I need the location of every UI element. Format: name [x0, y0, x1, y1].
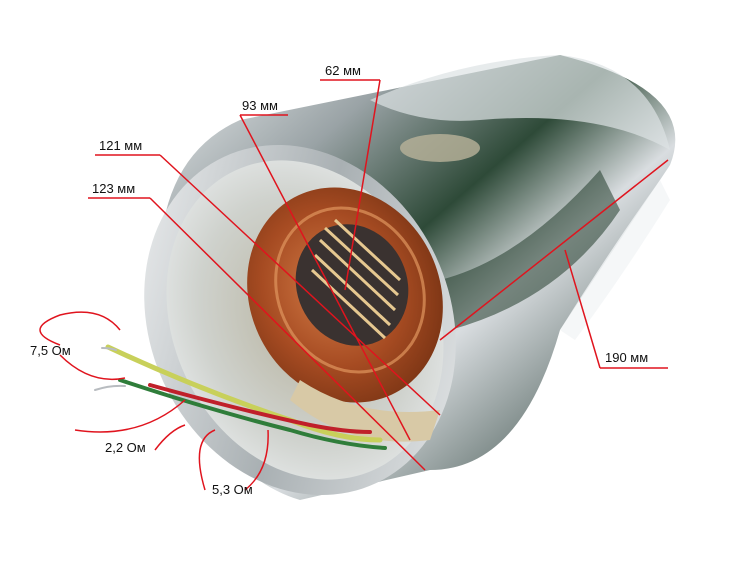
lead-wires — [94, 344, 387, 450]
dimension-label-93: 93 мм — [242, 98, 278, 113]
dimension-label-121: 121 мм — [99, 138, 143, 153]
dimension-lines — [39, 79, 669, 491]
dimension-label-190: 190 мм — [605, 350, 649, 365]
dimension-label-62: 62 мм — [325, 63, 361, 78]
resistance-label-7-5: 7,5 Ом — [30, 343, 71, 358]
resistance-label-2-2: 2,2 Ом — [105, 440, 146, 455]
dimension-label-123: 123 мм — [92, 181, 136, 196]
resistance-label-5-3: 5,3 Ом — [212, 482, 253, 497]
stator-winding — [247, 187, 443, 442]
